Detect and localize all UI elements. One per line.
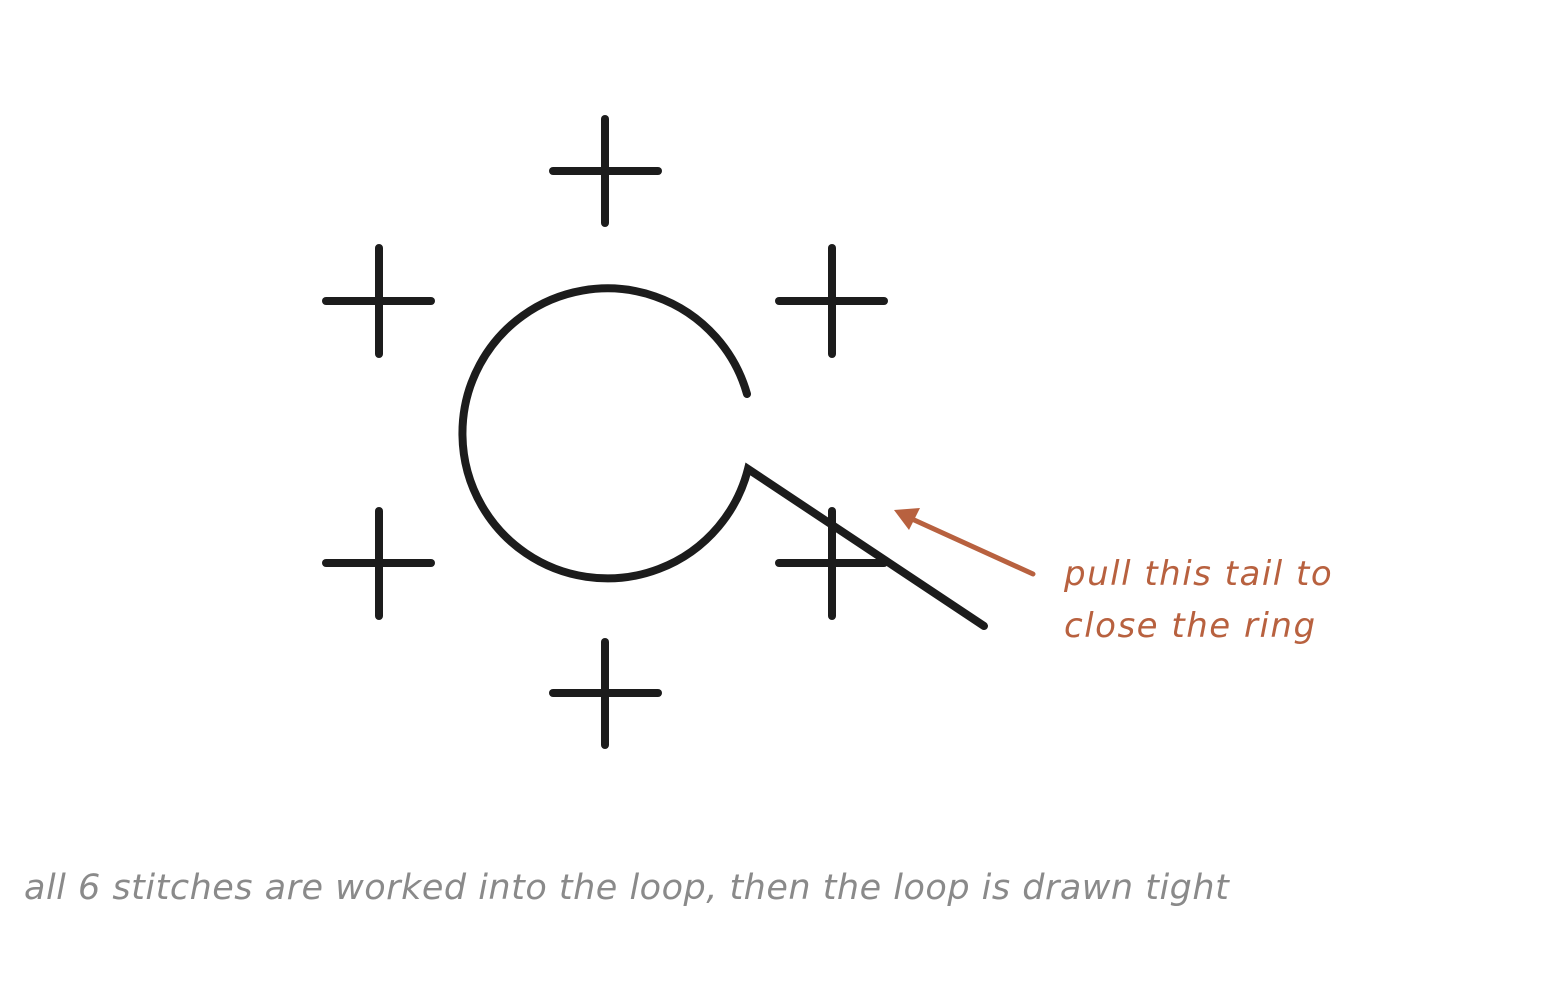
stitch-top (549, 115, 662, 227)
callout-label: pull this tail to close the ring (1064, 548, 1404, 652)
callout-line-2: close the ring (1064, 606, 1317, 646)
ring-loop (458, 284, 988, 630)
stitch-bottom (549, 638, 662, 749)
diagram-caption: all 6 stitches are worked into the loop,… (24, 868, 1230, 908)
callout-arrow (894, 508, 1036, 577)
callout-line-1: pull this tail to (1064, 554, 1334, 594)
stitch-upper-left (322, 244, 435, 358)
stitch-lower-left (322, 507, 435, 620)
stitch-upper-right (775, 244, 888, 358)
